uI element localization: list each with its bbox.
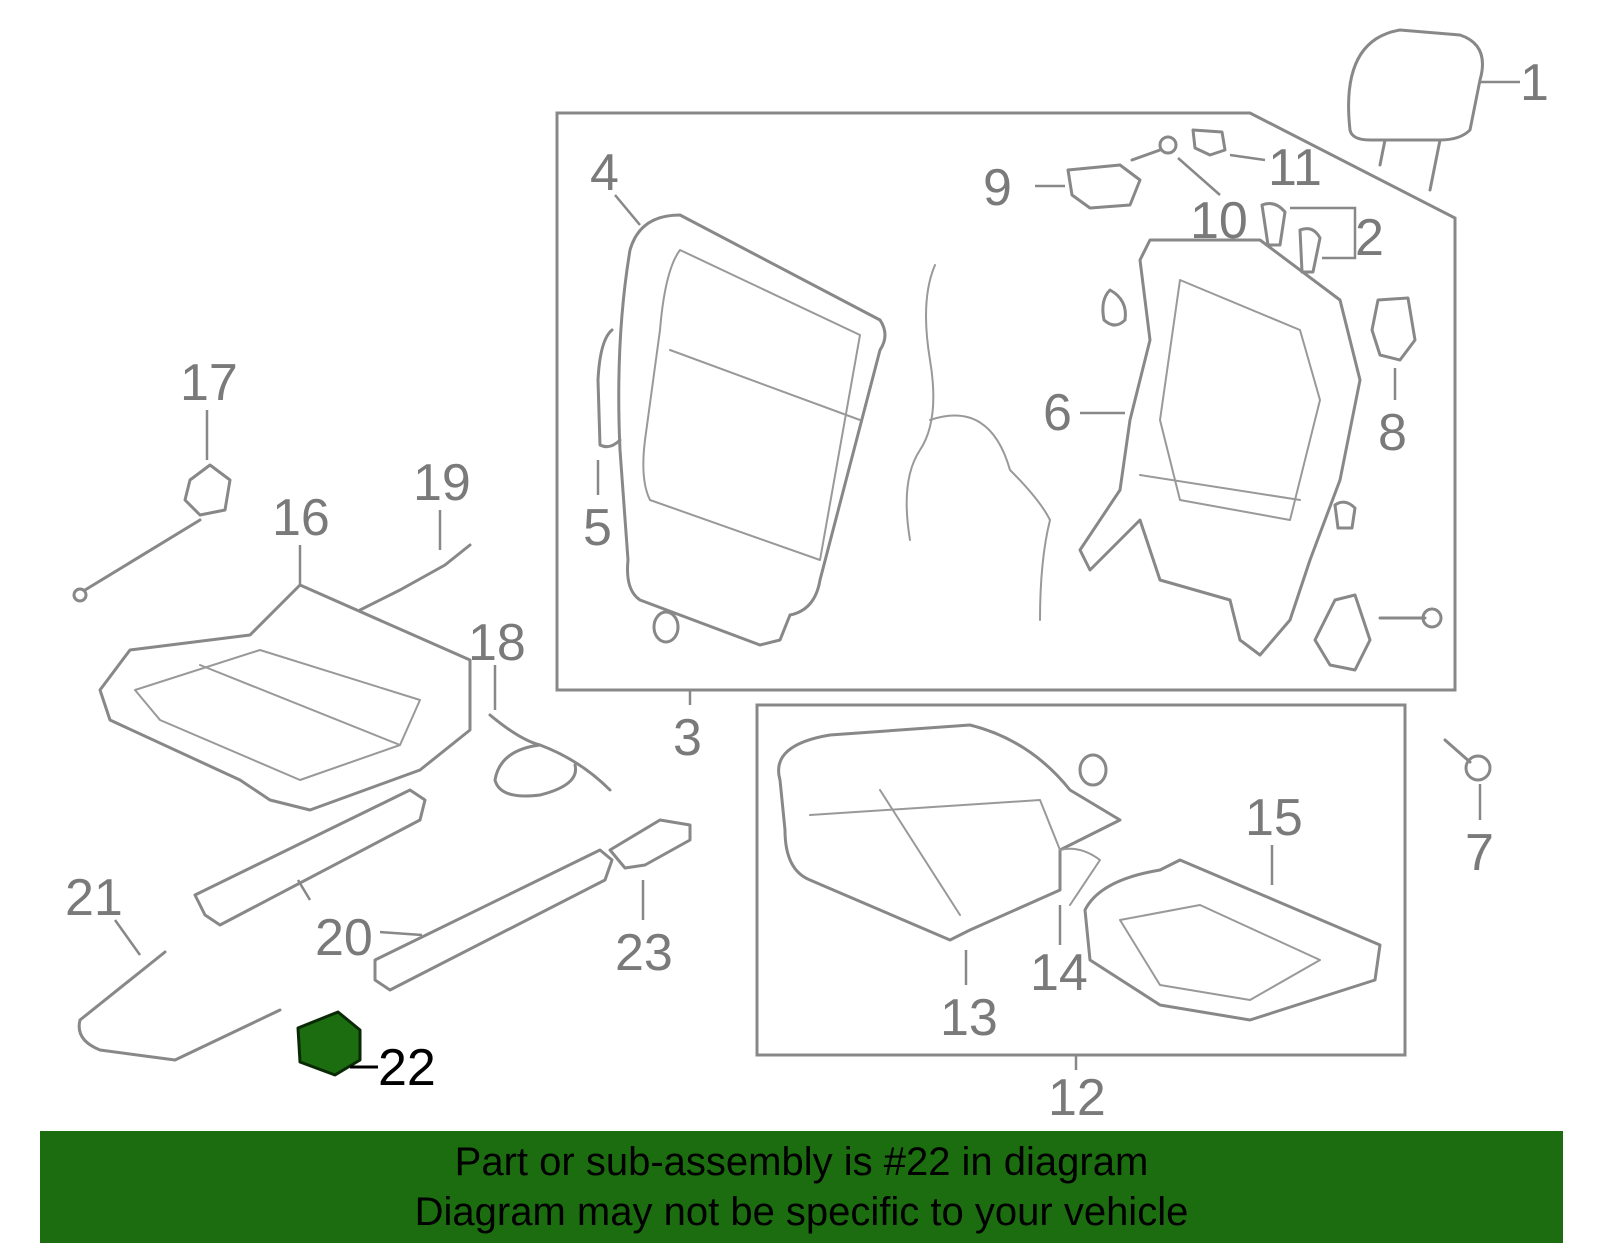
track-cover-part[interactable] [608,818,692,870]
leader-10 [1177,157,1221,196]
callout-3: 3 [673,709,702,767]
leader-2 [1290,206,1357,260]
callout-20: 20 [315,909,373,967]
grommet-part[interactable] [652,610,680,644]
banner-line-1: Part or sub-assembly is #22 in diagram [454,1140,1149,1184]
wire-part-21[interactable] [77,950,282,1062]
headrest-part[interactable] [1347,28,1484,192]
recliner-cover-part[interactable] [1313,593,1372,672]
callout-22: 22 [378,1039,436,1097]
seatback-edge-part[interactable] [596,328,622,449]
callout-12: 12 [1048,1069,1106,1127]
bolt-part[interactable] [1378,607,1443,629]
callout-14: 14 [1030,944,1088,1002]
callout-18: 18 [468,614,526,672]
highlighted-bracket-part-22[interactable] [296,1010,362,1077]
seat-back-assembly-box [555,111,1457,692]
cable-part-19[interactable] [358,543,472,612]
pin-part-2[interactable] [1260,202,1322,274]
callout-16: 16 [272,489,330,547]
seat-cushion-part[interactable] [777,723,1122,942]
seat-track-part[interactable] [193,788,614,992]
bolt-part-7[interactable] [1443,738,1492,782]
clip-part-11[interactable] [1191,128,1227,157]
callout-23: 23 [615,924,673,982]
parts-diagram: 1 2 3 4 5 6 7 8 9 10 11 12 13 14 15 16 1… [65,28,1549,1127]
callout-17: 17 [180,354,238,412]
callout-19: 19 [413,454,471,512]
seatback-cover-part[interactable] [617,213,887,647]
callout-6: 6 [1043,384,1072,442]
callout-11: 11 [1268,139,1322,197]
seatback-frame-part[interactable] [1078,238,1362,657]
callout-9: 9 [983,159,1012,217]
leader-4 [614,194,641,226]
release-cable-part[interactable] [905,264,1051,621]
cable-part-18[interactable] [488,713,612,798]
info-banner: Part or sub-assembly is #22 in diagram D… [40,1131,1563,1243]
callout-7: 7 [1465,824,1494,882]
callout-8: 8 [1378,404,1407,462]
bumper-part[interactable] [1333,500,1357,530]
callout-13: 13 [940,989,998,1047]
cushion-pan-part[interactable] [1083,858,1382,1022]
leader-11 [1229,153,1266,162]
cushion-edge-part[interactable] [1059,847,1101,906]
callout-2: 2 [1355,209,1384,267]
leader-21 [113,919,142,956]
seat-cushion-assembly-box [755,703,1407,1057]
callout-15: 15 [1245,789,1303,847]
callout-4: 4 [590,144,619,202]
callout-21: 21 [65,869,123,927]
frame-clip-part[interactable] [1101,288,1127,327]
screw-part-10[interactable] [1130,135,1178,162]
handle-bezel-part[interactable] [1066,163,1142,210]
cushion-grommet-part[interactable] [1078,753,1108,787]
callout-10: 10 [1190,192,1248,250]
leader-20a [296,879,312,901]
banner-line-2: Diagram may not be specific to your vehi… [414,1190,1189,1234]
seat-frame-part[interactable] [98,583,472,812]
callout-1: 1 [1520,54,1549,112]
recliner-knob-part[interactable] [1370,296,1417,362]
callout-5: 5 [583,499,612,557]
leader-20b [379,930,423,937]
link-rod-part[interactable] [72,463,232,603]
